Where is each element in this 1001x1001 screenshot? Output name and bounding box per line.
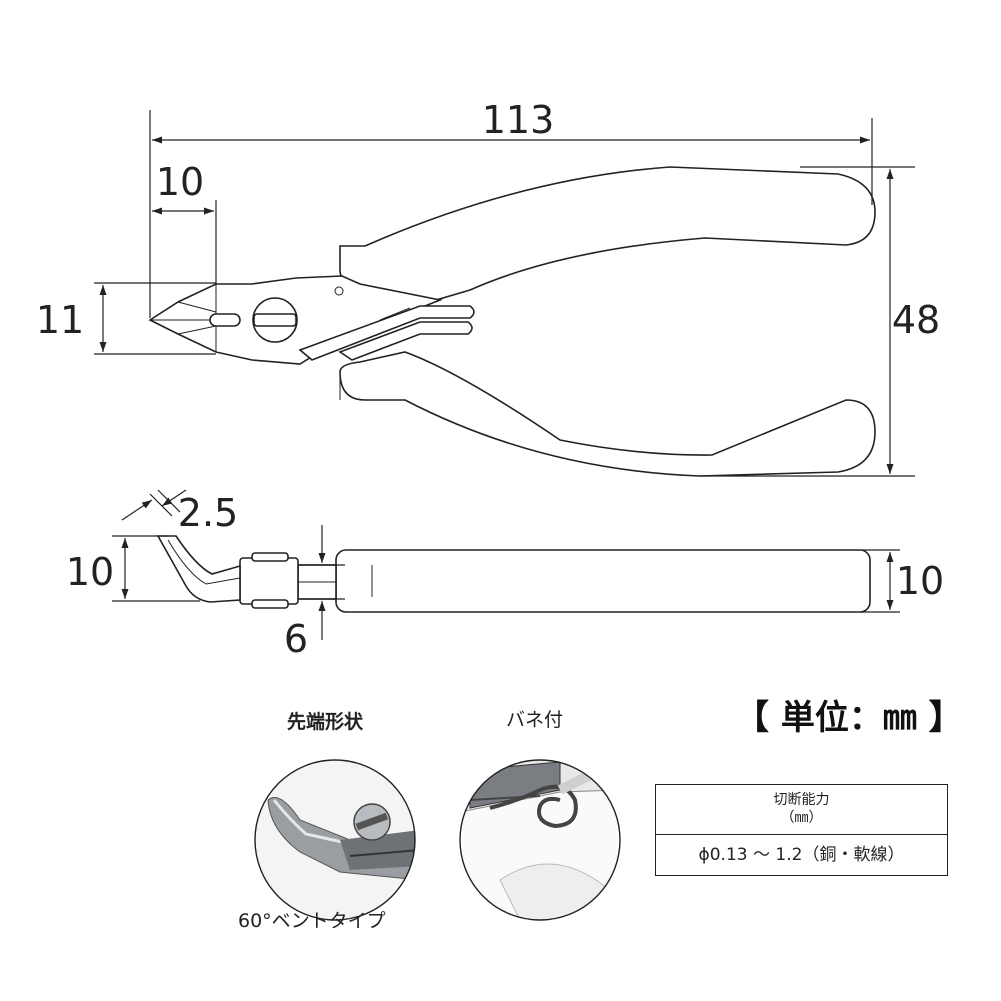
spring-title: バネ付 (506, 709, 564, 731)
tip-shape-caption: 60°ベントタイプ (238, 910, 386, 932)
dim-total-length: 113 (482, 98, 555, 142)
lower-handle (339, 351, 876, 477)
top-dimensions: 113 10 11 48 (36, 98, 940, 477)
pliers-side-view (156, 535, 871, 613)
side-dimensions: 2.5 10 6 10 (66, 489, 944, 661)
dim-tip-length: 10 (156, 160, 204, 204)
spec-header-unit: （㎜） (780, 810, 823, 826)
dim-bent-height: 10 (66, 550, 114, 594)
dim-handle-thickness: 10 (896, 559, 944, 603)
tip-shape-title: 先端形状 (287, 711, 364, 733)
spring-photo (459, 759, 621, 921)
spec-header: 切断能力 （㎜） (656, 785, 947, 835)
spec-value: ϕ0.13 ～ 1.2（銅・軟線） (698, 845, 905, 865)
cutting-capacity-table: 切断能力 （㎜） ϕ0.13 ～ 1.2（銅・軟線） (655, 784, 948, 876)
dim-tip-height: 11 (36, 298, 84, 342)
tip-shape-photo (254, 759, 416, 921)
dim-handle-span: 48 (892, 298, 940, 342)
side-handle (335, 549, 871, 613)
unit-label: 【 単位：㎜ 】 (735, 698, 963, 738)
spec-header-title: 切断能力 (773, 792, 830, 808)
bent-tip (156, 535, 241, 603)
pliers-top-view (148, 166, 876, 477)
dim-joint-thickness: 6 (284, 617, 308, 661)
upper-handle (339, 166, 876, 301)
spring (298, 305, 475, 361)
dim-tip-thickness: 2.5 (178, 491, 238, 535)
